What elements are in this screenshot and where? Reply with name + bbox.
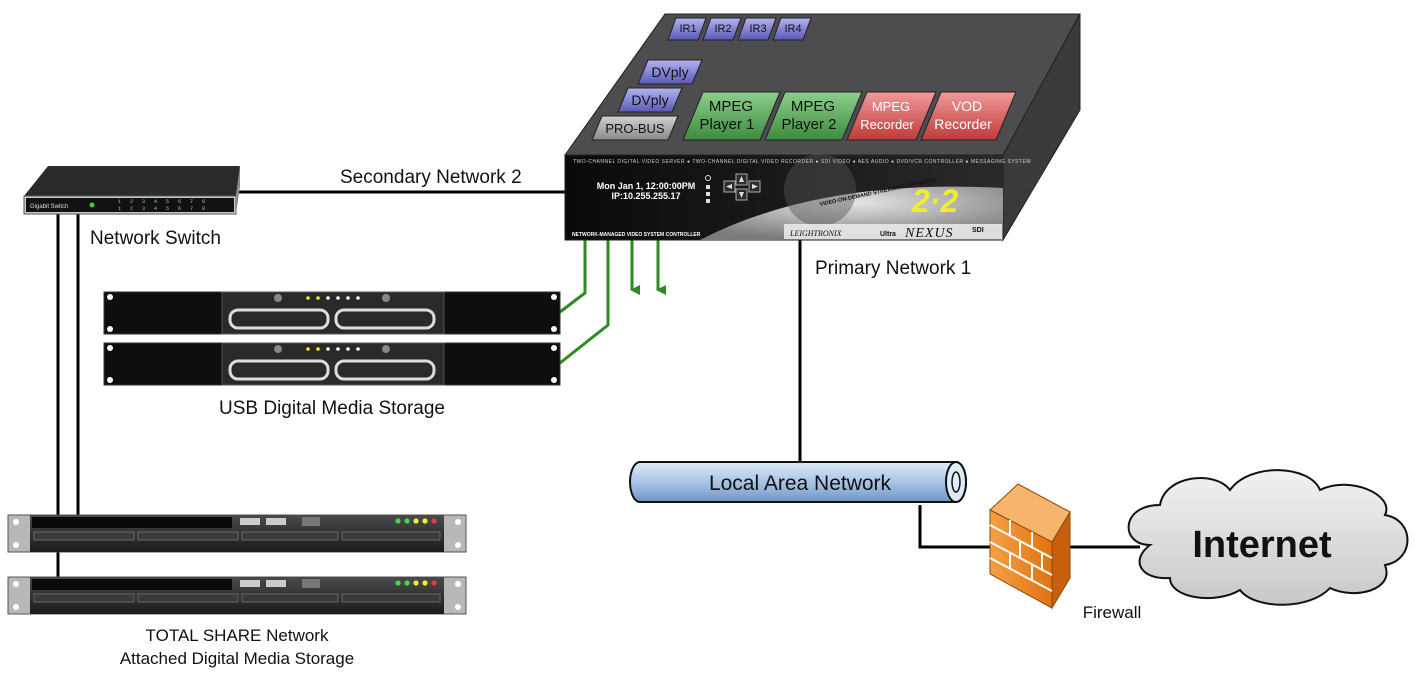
module-ir3-label: IR3 (749, 23, 766, 35)
module-dvply-lower[interactable]: DVply (617, 87, 683, 113)
connection-lines (56, 190, 1140, 577)
status-led-icon (705, 175, 711, 181)
rack-hole-icon (107, 326, 113, 332)
rack-hole-icon (107, 377, 113, 383)
badge-2-2: 2·2 (911, 183, 958, 219)
lcd-line-2: IP:10.255.255.17 (611, 191, 680, 201)
rack-hole-icon (455, 542, 461, 548)
internet-label: Internet (1192, 524, 1332, 566)
mpegrec-line1: MPEG (872, 99, 910, 114)
model-suffix: SDI (972, 227, 984, 234)
usb-storage-unit-2[interactable] (103, 342, 561, 386)
rack-hole-icon (455, 581, 461, 587)
total-share-label-line1: TOTAL SHARE Network (146, 626, 329, 645)
drive-bay-handle[interactable] (334, 308, 436, 330)
total-share-label-line2: Attached Digital Media Storage (120, 649, 354, 668)
lan-to-firewall-line (918, 505, 996, 549)
rack-hole-icon (551, 294, 557, 300)
rack-hole-icon (13, 519, 19, 525)
module-mpeg-recorder[interactable]: MPEG Recorder (846, 91, 937, 141)
module-dvply-upper-label: DVply (651, 64, 688, 80)
nas-unit-2[interactable] (7, 576, 467, 615)
secondary-network-label: Secondary Network 2 (340, 167, 522, 188)
lcd-line-1: Mon Jan 1, 12:00:00PM (597, 181, 696, 191)
rack-hole-icon (13, 604, 19, 610)
vod-line2: Recorder (934, 116, 992, 132)
mpeg2-line2: Player 2 (781, 116, 836, 133)
mpeg2-line1: MPEG (791, 98, 835, 115)
nas-unit-1[interactable] (7, 514, 467, 553)
drive-bay-handle[interactable] (334, 359, 436, 381)
rack-hole-icon (13, 542, 19, 548)
drive-bay-handle[interactable] (228, 308, 330, 330)
arrow-down-icon[interactable] (739, 192, 744, 198)
module-mpeg-player-1[interactable]: MPEG Player 1 (682, 91, 781, 141)
brand-strip (784, 224, 1002, 239)
rack-hole-icon (551, 377, 557, 383)
model-prefix: Ultra (880, 231, 896, 238)
modules: IR1 IR2 IR3 IR4 DVply DVply PRO-BUS MPE (591, 17, 1017, 141)
module-ir4-label: IR4 (784, 23, 801, 35)
module-ir2-label: IR2 (714, 23, 731, 35)
device-top-banner: TWO-CHANNEL DIGITAL VIDEO SERVER ● TWO-C… (573, 159, 1031, 165)
usb-line-2 (559, 240, 610, 365)
rack-hole-icon (107, 294, 113, 300)
rack-hole-icon (107, 345, 113, 351)
vod-line1: VOD (952, 98, 982, 114)
lan-cylinder[interactable]: Local Area Network (629, 461, 967, 503)
drive-bay-handle[interactable] (228, 359, 330, 381)
module-ir1[interactable]: IR1 (667, 17, 707, 41)
arrow-up-icon[interactable] (739, 176, 744, 182)
module-pro-bus[interactable]: PRO-BUS (591, 115, 679, 141)
primary-network-label: Primary Network 1 (815, 258, 971, 279)
arrow-right-icon[interactable] (752, 184, 758, 189)
brand-name: LEIGHTRONIX (789, 229, 843, 238)
network-switch[interactable]: Gigabit Switch 1 2 3 4 5 6 7 8 1 2 3 4 5… (23, 166, 240, 215)
module-ir4[interactable]: IR4 (772, 17, 812, 41)
mpeg1-line2: Player 1 (699, 116, 754, 133)
module-vod-recorder[interactable]: VOD Recorder (920, 91, 1017, 141)
switch-ports-top: 1 2 3 4 5 6 7 8 (118, 199, 208, 205)
usb-line-1 (559, 240, 587, 314)
module-dvply-lower-label: DVply (631, 92, 668, 108)
usb-storage-unit-1[interactable] (103, 291, 561, 335)
rack-hole-icon (551, 326, 557, 332)
switch-model-text: Gigabit Switch (30, 204, 68, 210)
arrow-left-icon[interactable] (726, 184, 732, 189)
mpeg1-line1: MPEG (709, 98, 753, 115)
internet-cloud[interactable]: Internet (1127, 469, 1409, 606)
firewall-label: Firewall (1083, 603, 1142, 622)
status-usb-icon (706, 199, 710, 203)
module-dvply-upper[interactable]: DVply (637, 59, 703, 85)
rack-hole-icon (455, 604, 461, 610)
module-mpeg-player-2[interactable]: MPEG Player 2 (764, 91, 863, 141)
switch-ports-bottom: 1 2 3 4 5 6 7 8 (118, 206, 208, 212)
rack-hole-icon (13, 581, 19, 587)
status-lock-icon (706, 185, 710, 189)
module-ir3[interactable]: IR3 (737, 17, 777, 41)
switch-power-icon (89, 202, 95, 208)
firewall-icon[interactable] (989, 483, 1071, 610)
module-pro-bus-label: PRO-BUS (605, 121, 665, 136)
mpegrec-line2: Recorder (860, 117, 914, 132)
model-name: NEXUS (904, 226, 954, 241)
lan-label: Local Area Network (709, 472, 892, 495)
controller-label: NETWORK-MANAGED VIDEO SYSTEM CONTROLLER (572, 232, 701, 238)
module-ir1-label: IR1 (679, 23, 696, 35)
network-switch-label: Network Switch (90, 228, 221, 249)
rack-hole-icon (455, 519, 461, 525)
rack-hole-icon (551, 345, 557, 351)
usb-storage-label: USB Digital Media Storage (219, 398, 445, 419)
module-ir2[interactable]: IR2 (702, 17, 742, 41)
nav-pad[interactable] (723, 173, 761, 201)
status-disk-icon (706, 192, 710, 196)
